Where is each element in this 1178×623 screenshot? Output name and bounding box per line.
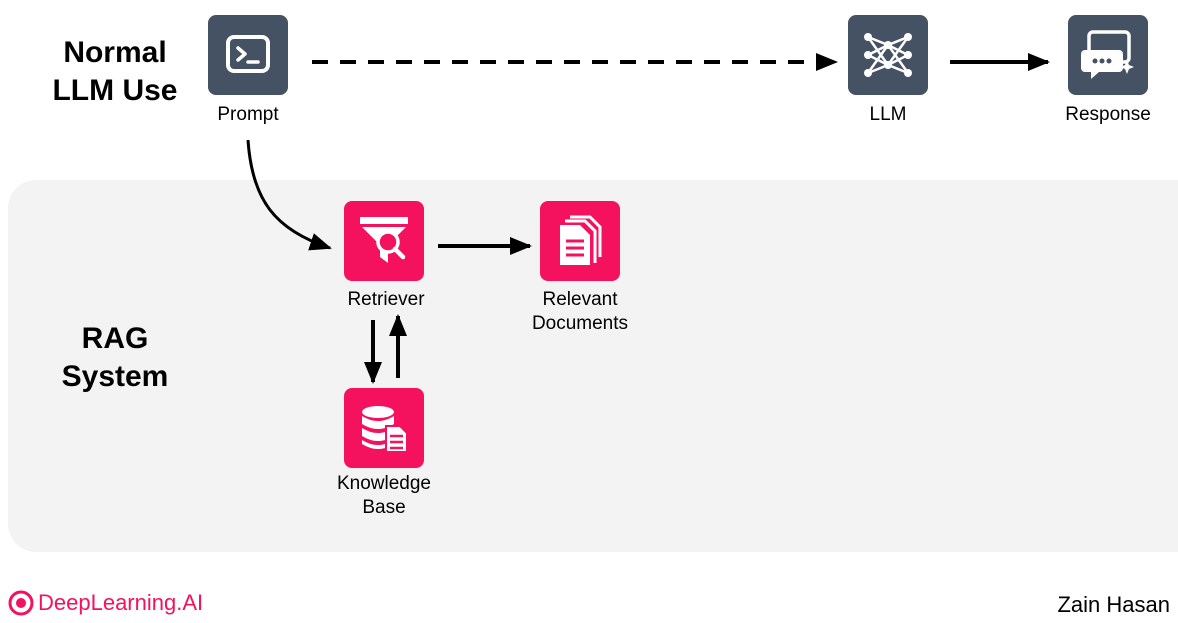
chat-bubble-sparkle-icon bbox=[1081, 30, 1134, 79]
database-document-icon bbox=[362, 406, 408, 453]
response-label: Response bbox=[1065, 104, 1151, 125]
response-node bbox=[1068, 15, 1148, 95]
deeplearning-ai-logo: DeepLearning.AI bbox=[8, 590, 203, 616]
relevant-documents-node bbox=[540, 201, 620, 281]
normal-llm-use-label: Normal LLM Use bbox=[52, 36, 178, 107]
knowledge-base-label: Knowledge Base bbox=[336, 473, 432, 518]
funnel-search-icon bbox=[360, 217, 408, 263]
logo-text: DeepLearning.AI bbox=[38, 590, 204, 615]
terminal-icon bbox=[226, 35, 270, 73]
rag-system-label: RAG System bbox=[61, 322, 169, 393]
author-name: Zain Hasan bbox=[1057, 592, 1170, 617]
retriever-node bbox=[344, 201, 424, 281]
neural-network-icon bbox=[864, 33, 912, 77]
documents-icon bbox=[560, 215, 602, 265]
deeplearning-logo-icon bbox=[8, 590, 34, 616]
retriever-label: Retriever bbox=[347, 289, 425, 310]
knowledge-base-node bbox=[344, 388, 424, 468]
llm-node bbox=[848, 15, 928, 95]
llm-label: LLM bbox=[869, 104, 907, 125]
relevant-documents-label: Relevant Documents bbox=[531, 289, 629, 334]
prompt-node bbox=[208, 15, 288, 95]
prompt-label: Prompt bbox=[217, 104, 279, 125]
arrow-prompt-to-retriever bbox=[246, 139, 332, 251]
